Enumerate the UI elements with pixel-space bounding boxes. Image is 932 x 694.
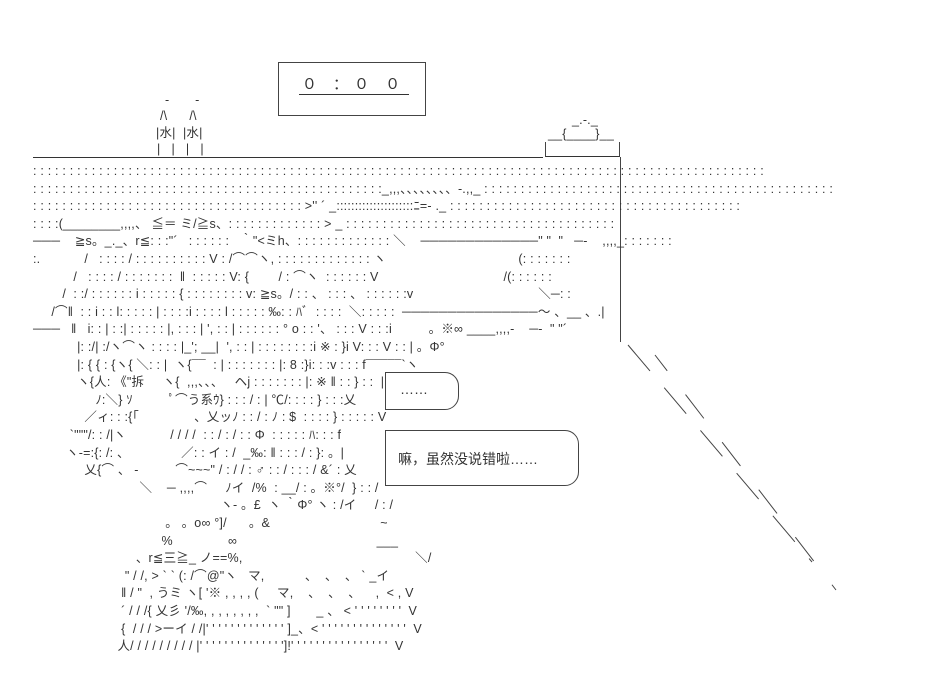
art-line: :. / : : : : / : : : : : : : : : : V : /… bbox=[33, 252, 571, 266]
art-line: `"""/: : /|ヽ / / / / : : / : / : : Φ : :… bbox=[33, 428, 342, 442]
art-line: " / /, > ` ` (: /⌒@"ヽ マ, 、 、 、 ` _イ bbox=[33, 568, 390, 583]
art-line: ´ / / /{ 乂彡 '/‰, , , , , , , , ` "" ] _ … bbox=[33, 604, 418, 618]
art-line: 。 。o∞ °]/ 。& ~ bbox=[33, 516, 388, 530]
art-line: ヽ- 。£ ヽ ｀Φ° ヽ : /イ / : / bbox=[33, 498, 394, 513]
cake-stand bbox=[545, 142, 620, 157]
art-line: 人/ / / / / / / / / |' ' ' ' ' ' ' ' ' ' … bbox=[33, 639, 404, 654]
clock-time: ０ ：０ ０ bbox=[299, 73, 409, 95]
art-line: : : : : : : : : : : : : : : : : : : : : … bbox=[33, 199, 741, 214]
art-line: : : : : : : : : : : : : : : : : : : : : … bbox=[33, 164, 764, 178]
counter-top-line bbox=[33, 157, 543, 158]
art-line: ヽ{人: 《"拆 ヽ{ ,,,、、、 ヘj : : : : : : : |: ※… bbox=[33, 375, 385, 390]
art-line: ＼ ─ ,,,,⌒ ﾉイ /% : __/ : 。※°/ } : : / bbox=[33, 480, 379, 495]
art-line: / : : : : / : : : : : : : ‖ : : : : : V:… bbox=[33, 269, 552, 284]
art-line: % ∞ ___ bbox=[33, 533, 399, 548]
speech-bubble: 嘛，虽然没说错啦…… bbox=[385, 430, 579, 486]
cake-top: _.-._ bbox=[572, 113, 599, 127]
art-line: ヽ-=:{: /: 、 ／: : イ : / _‰: ‖ : : : / : }… bbox=[33, 445, 345, 460]
art-line: { / / / >ーイ / /|' ' ' ' ' ' ' ' ' ' ' ' … bbox=[33, 621, 422, 636]
art-line: ─── ≧s。_._、r≦: : :"´ : : : : : : ｀"<ミh、:… bbox=[33, 234, 672, 249]
art-line: ﾉ:＼} ｿ ﾟ⌒う系ｳ} : : : / : | ℃/: : : : } : … bbox=[33, 392, 357, 407]
bottle-bases: | | | | bbox=[157, 142, 204, 156]
art-line: |: { { : {ヽ{ ＼: : | ヽ{¯¯ : | : : : : : :… bbox=[33, 357, 419, 372]
counter-edge bbox=[620, 157, 621, 342]
small-bubble-text: …… bbox=[400, 381, 428, 397]
art-line: ／ィ: : :{｢ 、乂ッﾉ : : / : ﾉ : $ : : : : } :… bbox=[33, 410, 387, 425]
art-line: : : : :(________,,,,、 ≦＝ ミ/≧s、: : : : : … bbox=[33, 216, 615, 231]
art-line: ─── ‖ i: : | : :| : : : : : |, : : : | '… bbox=[33, 322, 568, 337]
speech-bubble-text: 嘛，虽然没说错啦…… bbox=[398, 451, 538, 467]
art-line: : : : : : : : : : : : : : : : : : : : : … bbox=[33, 181, 834, 196]
water-bottles: |水| |水| bbox=[156, 126, 203, 140]
small-speech-bubble: …… bbox=[385, 372, 459, 410]
art-line: ‖ / " , うミ ヽ[ '※ , , , , ( マ, 、 、 、 , < … bbox=[33, 586, 414, 601]
art-line: |: :/| :/ヽ⌒ヽ : : : : |_'; __| ', : : | :… bbox=[33, 340, 445, 354]
clock-sign: ０ ：０ ０ bbox=[278, 62, 426, 116]
art-line: / : :/ : : : : : : i : : : : : { : : : :… bbox=[33, 287, 571, 302]
art-line: /⌒‖ : : i : : l: : : : : | : : : :i : : … bbox=[33, 304, 605, 319]
motion-line bbox=[627, 344, 813, 563]
motion-line bbox=[654, 354, 837, 591]
bottle-caps: ‐ ‐ bbox=[165, 93, 200, 107]
art-line: 、r≦三≧_ ノ==%, ＼/ bbox=[33, 551, 432, 566]
cake-body: __{____}__ bbox=[548, 127, 614, 141]
art-line: 乂{⌒ 、 - ⌒~~~" / : / / : ♂ : : / : : : / … bbox=[33, 463, 357, 478]
bottle-necks: /\ /\ bbox=[160, 109, 197, 123]
